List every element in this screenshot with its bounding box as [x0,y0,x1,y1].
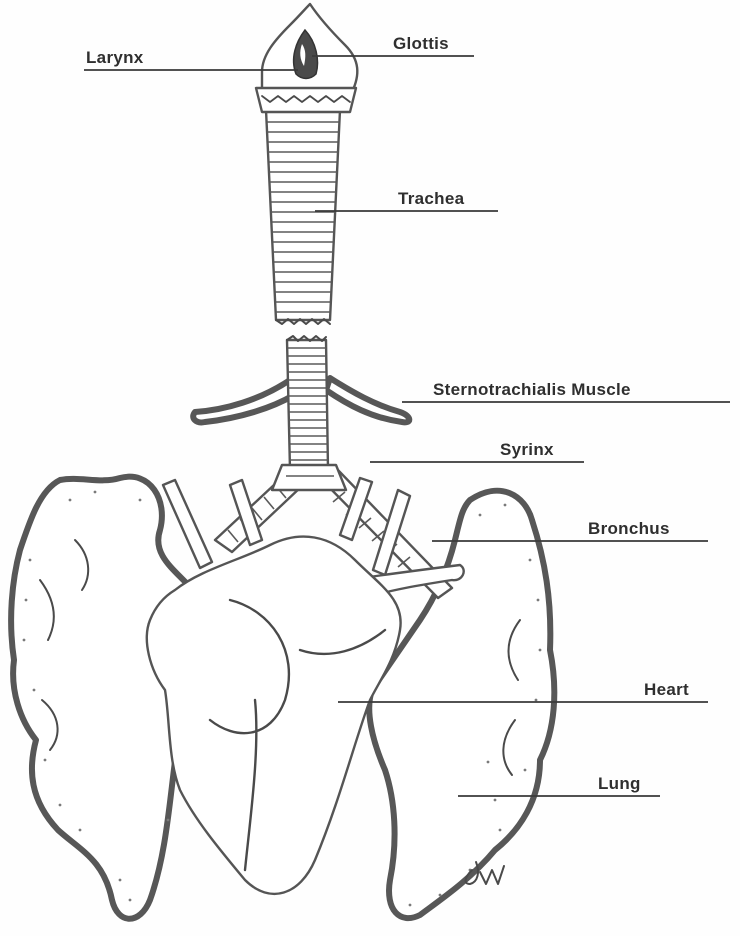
label-syrinx: Syrinx [500,440,554,459]
label-larynx: Larynx [86,48,144,67]
label-sternotrachialis-muscle: Sternotrachialis Muscle [433,380,631,399]
syrinx [272,465,346,490]
heart [147,537,401,894]
label-bronchus: Bronchus [588,519,670,538]
lower-trachea [287,336,328,470]
label-glottis: Glottis [393,34,449,53]
label-trachea: Trachea [398,189,465,208]
label-lung: Lung [598,774,641,793]
label-heart: Heart [644,680,689,699]
upper-trachea [266,110,340,324]
